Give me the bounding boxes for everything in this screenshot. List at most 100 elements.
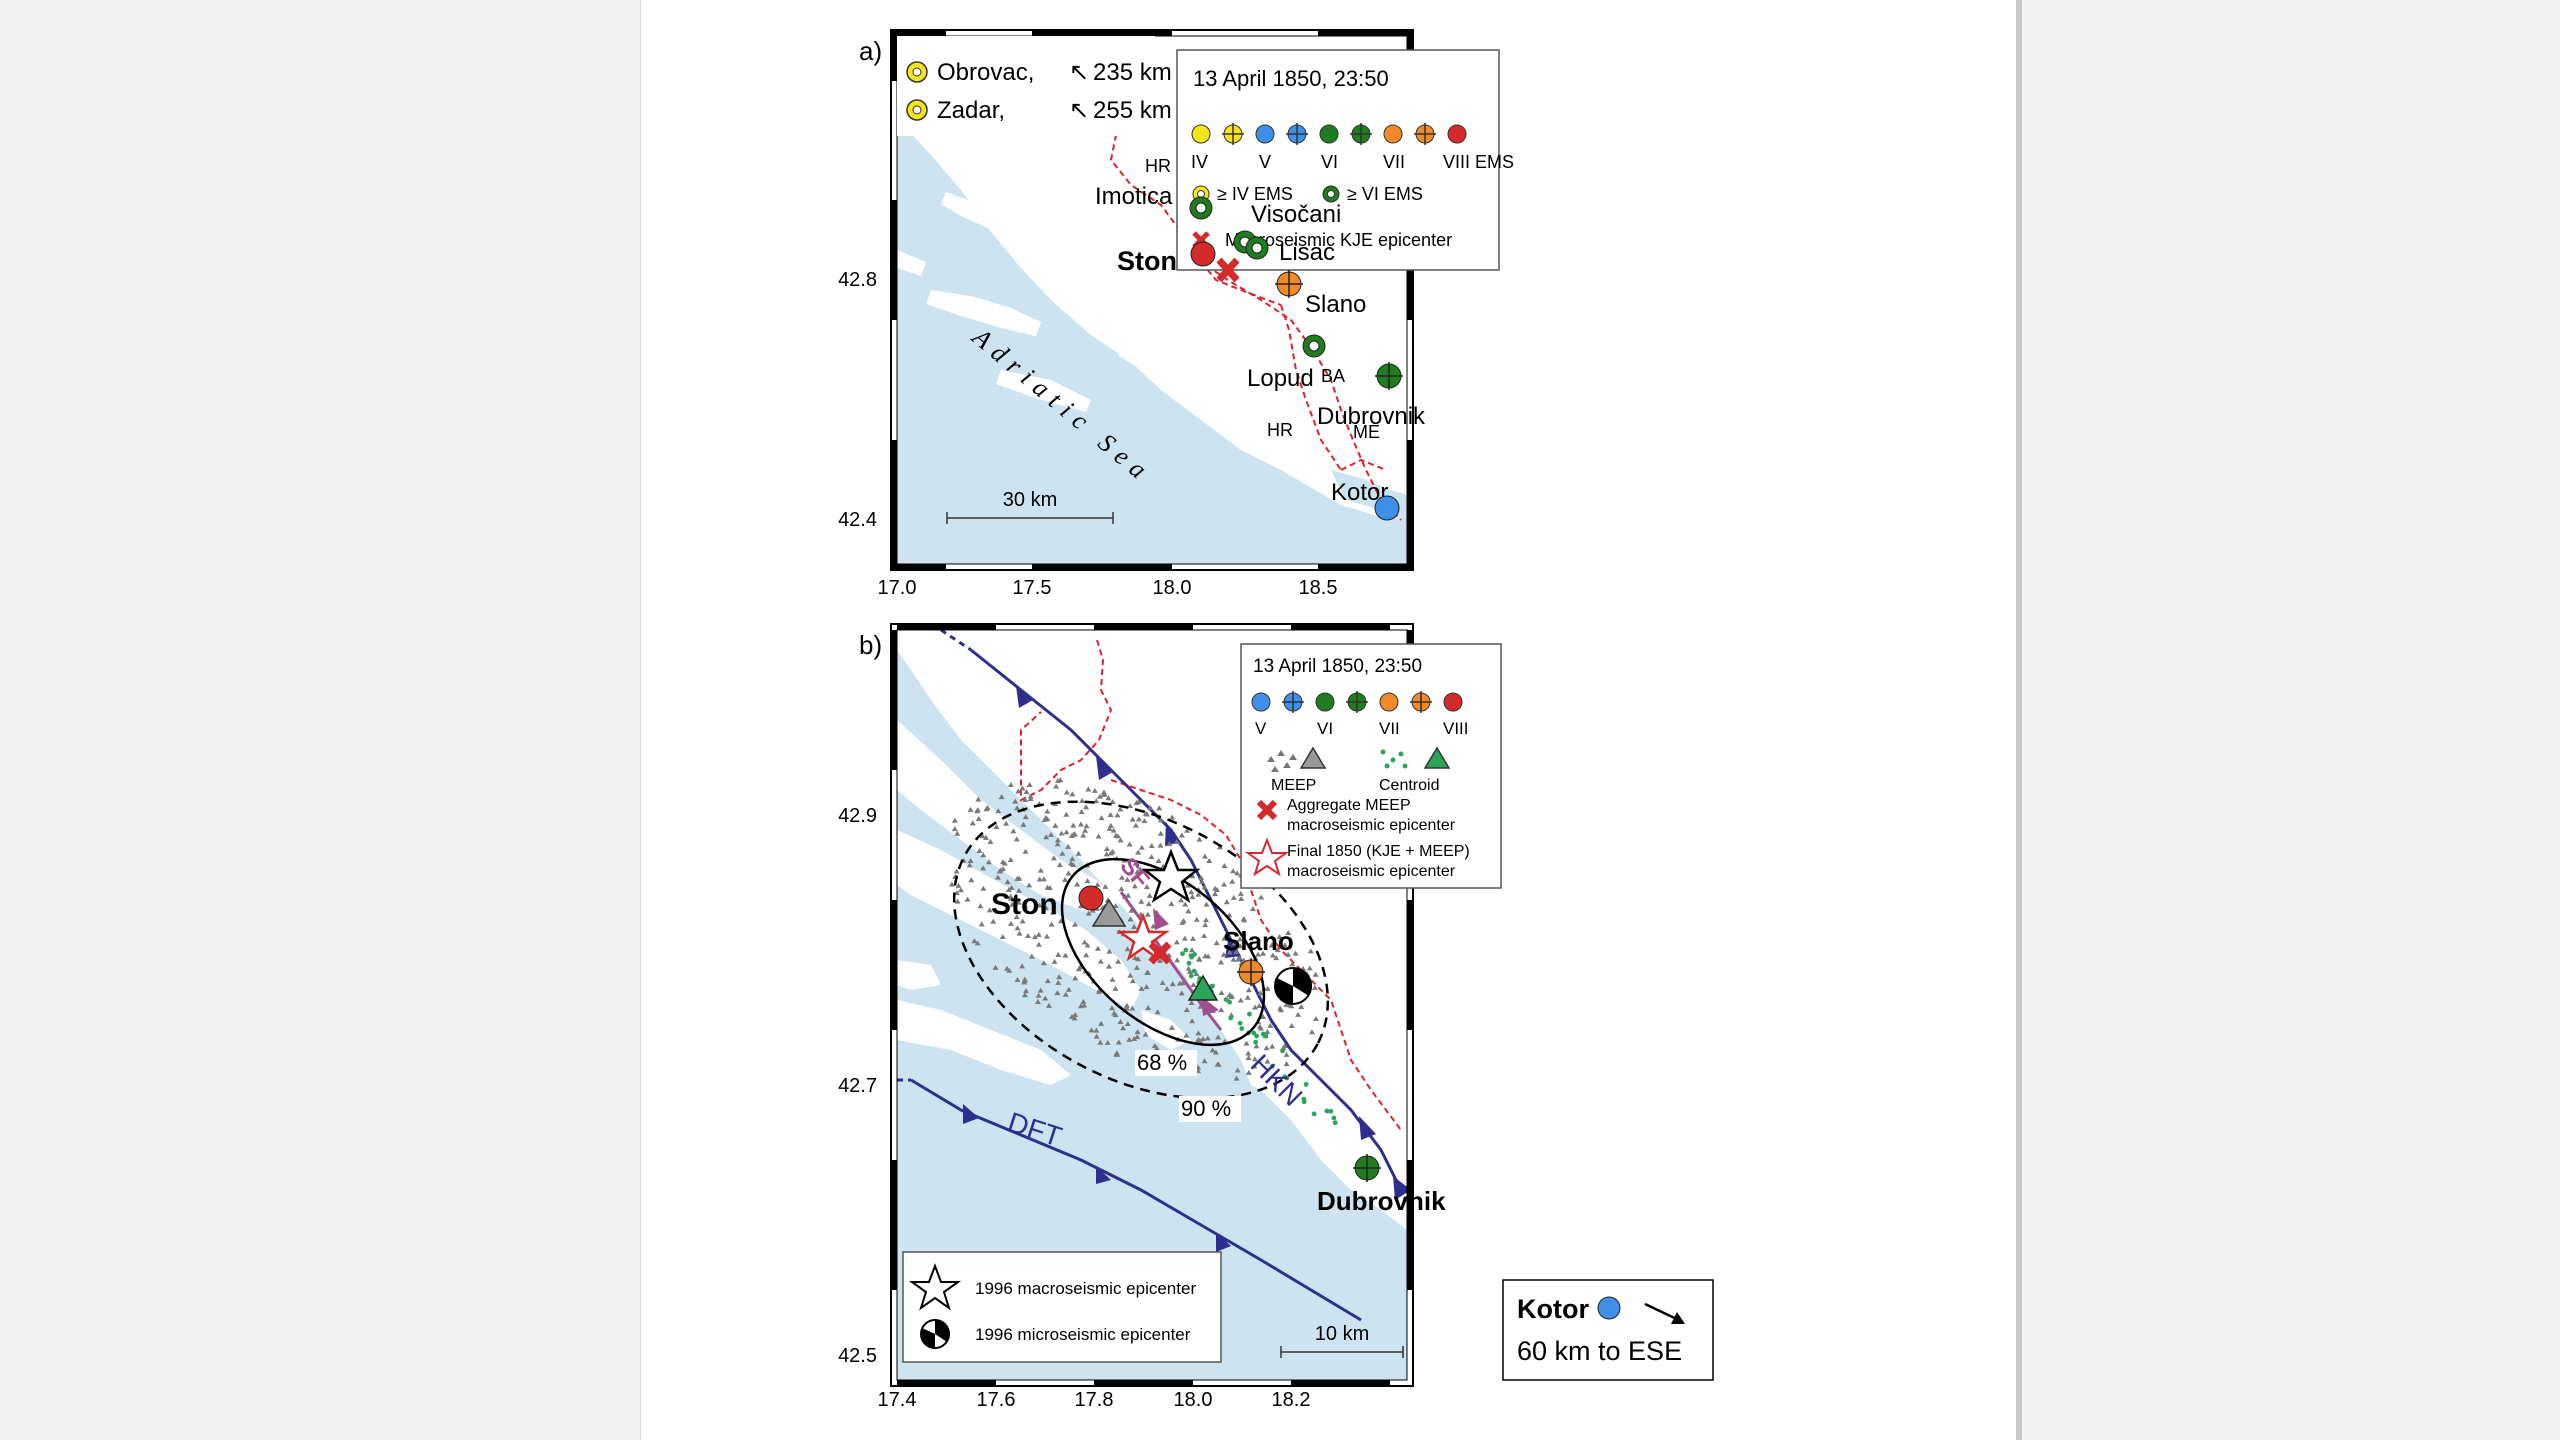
meep-point	[1014, 805, 1021, 811]
meep-point	[1083, 952, 1090, 958]
star-icon	[908, 1263, 962, 1311]
dubrovnik-label: Dubrovnik	[1317, 403, 1426, 430]
meep-point	[1007, 781, 1014, 787]
centroid-point	[1189, 954, 1195, 960]
meep-point	[1053, 783, 1060, 789]
scrollbar[interactable]	[2016, 0, 2022, 1440]
meep-point	[1260, 1013, 1267, 1019]
meep-point	[1195, 1030, 1202, 1036]
meep-point	[1226, 949, 1233, 955]
meep-point	[1110, 827, 1117, 833]
nw-arrow-icon: ↖	[1069, 59, 1089, 86]
meep-point	[1091, 787, 1098, 793]
meep-point	[1106, 825, 1113, 831]
meep-point	[990, 918, 997, 924]
nw-arrow-icon: ↖	[1069, 97, 1089, 124]
meep-point	[1218, 1007, 1225, 1013]
meep-point	[1288, 1023, 1295, 1029]
meep-point	[967, 806, 974, 812]
meep-point	[1084, 942, 1091, 948]
y-tick-label: 42.7	[838, 1075, 877, 1097]
meep-point	[1243, 1040, 1250, 1046]
meep-point	[1128, 907, 1135, 913]
meep-point	[1065, 843, 1072, 849]
meep-point	[1085, 786, 1092, 792]
meep-point	[1131, 1036, 1138, 1042]
meep-point	[1059, 850, 1066, 856]
meep-point	[1062, 952, 1069, 958]
meep-point	[1249, 906, 1256, 912]
meep-point	[1050, 855, 1057, 861]
meep-point	[1093, 1033, 1100, 1039]
meep-point	[1056, 974, 1063, 980]
meep-point	[1183, 1032, 1190, 1038]
meep-point	[1256, 1003, 1263, 1009]
meep-point	[1124, 946, 1131, 952]
meep-point	[1206, 857, 1213, 863]
panel-b-map: b) 17.4 17.6 17.8 18.0 18.2 42.9 42.7 42…	[838, 623, 1714, 1411]
centroid-point	[1303, 1081, 1309, 1087]
meep-point	[1072, 921, 1079, 927]
meep-point	[1184, 882, 1191, 888]
meep-point	[1132, 822, 1139, 828]
meep-point	[1048, 831, 1055, 837]
meep-point	[1213, 940, 1220, 946]
ston-label: Ston	[1117, 246, 1177, 276]
meep-point	[1251, 1056, 1258, 1062]
meep-point	[1147, 805, 1154, 811]
meep-point	[1143, 884, 1150, 890]
meep-point	[1070, 831, 1077, 837]
meep-point	[1078, 809, 1085, 815]
meep-point	[1189, 873, 1196, 879]
meep-point	[1108, 1005, 1115, 1011]
legend-1996-macro: 1996 macroseismic epicenter	[975, 1279, 1196, 1298]
meep-point	[1145, 1005, 1152, 1011]
x-tick-label: 17.0	[878, 577, 917, 599]
legend-meep: MEEP	[1271, 777, 1316, 794]
meep-point	[1146, 892, 1153, 898]
meep-point	[1042, 995, 1049, 1001]
meep-point	[1218, 990, 1225, 996]
meep-point	[1040, 876, 1047, 882]
meep-point	[1008, 884, 1015, 890]
slano-label: Slano	[1305, 291, 1366, 318]
meep-point	[1080, 998, 1087, 1004]
meep-point	[1178, 832, 1185, 838]
meep-point	[1007, 893, 1014, 899]
meep-point	[1022, 903, 1029, 909]
meep-point	[1196, 955, 1203, 961]
meep-point	[1251, 1063, 1258, 1069]
meep-point	[1009, 901, 1016, 907]
meep-point	[1021, 992, 1028, 998]
meep-point	[1035, 941, 1042, 947]
meep-point	[1169, 814, 1176, 820]
meep-point	[1010, 828, 1017, 834]
document-viewer: a) 17.0 17.5 18.0 18.5 42.8 42.4 Obrovac…	[640, 0, 2021, 1440]
meep-point	[1233, 949, 1240, 955]
meep-point	[966, 862, 973, 868]
meep-point	[1045, 1002, 1052, 1008]
panel-a-legend: 13 April 1850, 23:50 IV V VI VII VIII EM…	[1176, 49, 1514, 271]
country-code: HR	[1267, 420, 1293, 440]
meep-point	[1268, 942, 1275, 948]
meep-point	[1125, 892, 1132, 898]
meep-point	[1193, 970, 1200, 976]
meep-point	[1083, 804, 1090, 810]
scale-bar	[1280, 1346, 1404, 1358]
x-tick-label: 18.2	[1272, 1389, 1311, 1411]
meep-point	[1081, 1002, 1088, 1008]
meep-point	[1269, 1043, 1276, 1049]
meep-point	[992, 964, 999, 970]
meep-point	[1281, 942, 1288, 948]
meep-point	[1014, 925, 1021, 931]
meep-point	[1043, 905, 1050, 911]
x-tick-label: 18.0	[1174, 1389, 1213, 1411]
legend-intensity-label: VIII EMS	[1443, 152, 1514, 172]
meep-point	[1137, 866, 1144, 872]
meep-point	[1074, 881, 1081, 887]
meep-point	[1285, 951, 1292, 957]
meep-point	[1015, 899, 1022, 905]
x-tick-label: 17.6	[977, 1389, 1016, 1411]
country-code: BA	[1321, 366, 1345, 386]
centroid-point	[1186, 960, 1192, 966]
